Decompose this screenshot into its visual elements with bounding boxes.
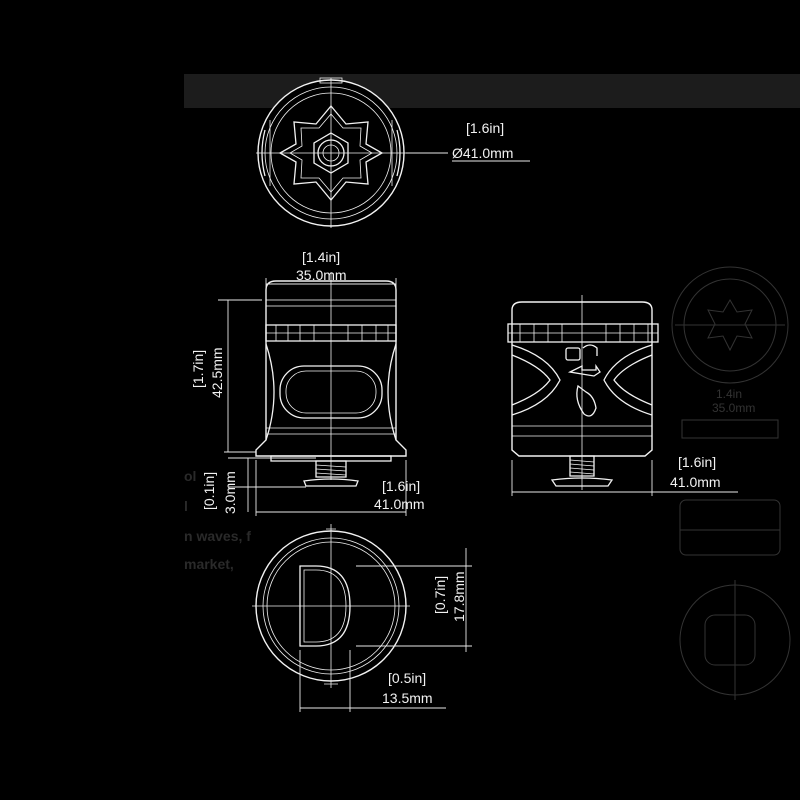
faint-label-a: 1.4in <box>716 387 742 401</box>
dim-front-height-metric: 42.5mm <box>209 347 225 398</box>
faint-secondary-views: 1.4in 35.0mm <box>671 266 791 700</box>
dim-foot-imperial: [0.1in] <box>201 472 217 510</box>
dim-top-metric: Ø41.0mm <box>452 145 513 161</box>
top-view: [1.6in] Ø41.0mm <box>256 77 530 228</box>
dim-bottom-width-metric: 13.5mm <box>382 690 433 706</box>
side-view: [1.6in] 41.0mm <box>507 295 738 496</box>
dim-side-imperial: [1.6in] <box>678 454 716 470</box>
front-view: [1.4in] 35.0mm [1.7in] 42.5mm [0.1in] 3.… <box>190 249 425 516</box>
dim-top-imperial: [1.6in] <box>466 120 504 136</box>
background-text-3: n waves, f <box>184 528 251 544</box>
dim-front-width-metric: 35.0mm <box>296 267 347 283</box>
dim-bottom-height-metric: 17.8mm <box>451 571 467 622</box>
dim-front-width-imperial: [1.4in] <box>302 249 340 265</box>
dim-front-base-metric: 41.0mm <box>374 496 425 512</box>
background-text-2: l <box>184 498 188 514</box>
dim-bottom-width-imperial: [0.5in] <box>388 670 426 686</box>
background-text-4: market, <box>184 556 234 572</box>
dim-front-height-imperial: [1.7in] <box>190 350 206 388</box>
dim-side-metric: 41.0mm <box>670 474 721 490</box>
bottom-view: [0.7in] 17.8mm [0.5in] 13.5mm <box>252 524 472 712</box>
dim-front-base-imperial: [1.6in] <box>382 478 420 494</box>
dim-bottom-height-imperial: [0.7in] <box>432 576 448 614</box>
background-text-1: ol <box>184 468 197 484</box>
dim-foot-metric: 3.0mm <box>222 471 238 514</box>
faint-label-b: 35.0mm <box>712 401 755 415</box>
